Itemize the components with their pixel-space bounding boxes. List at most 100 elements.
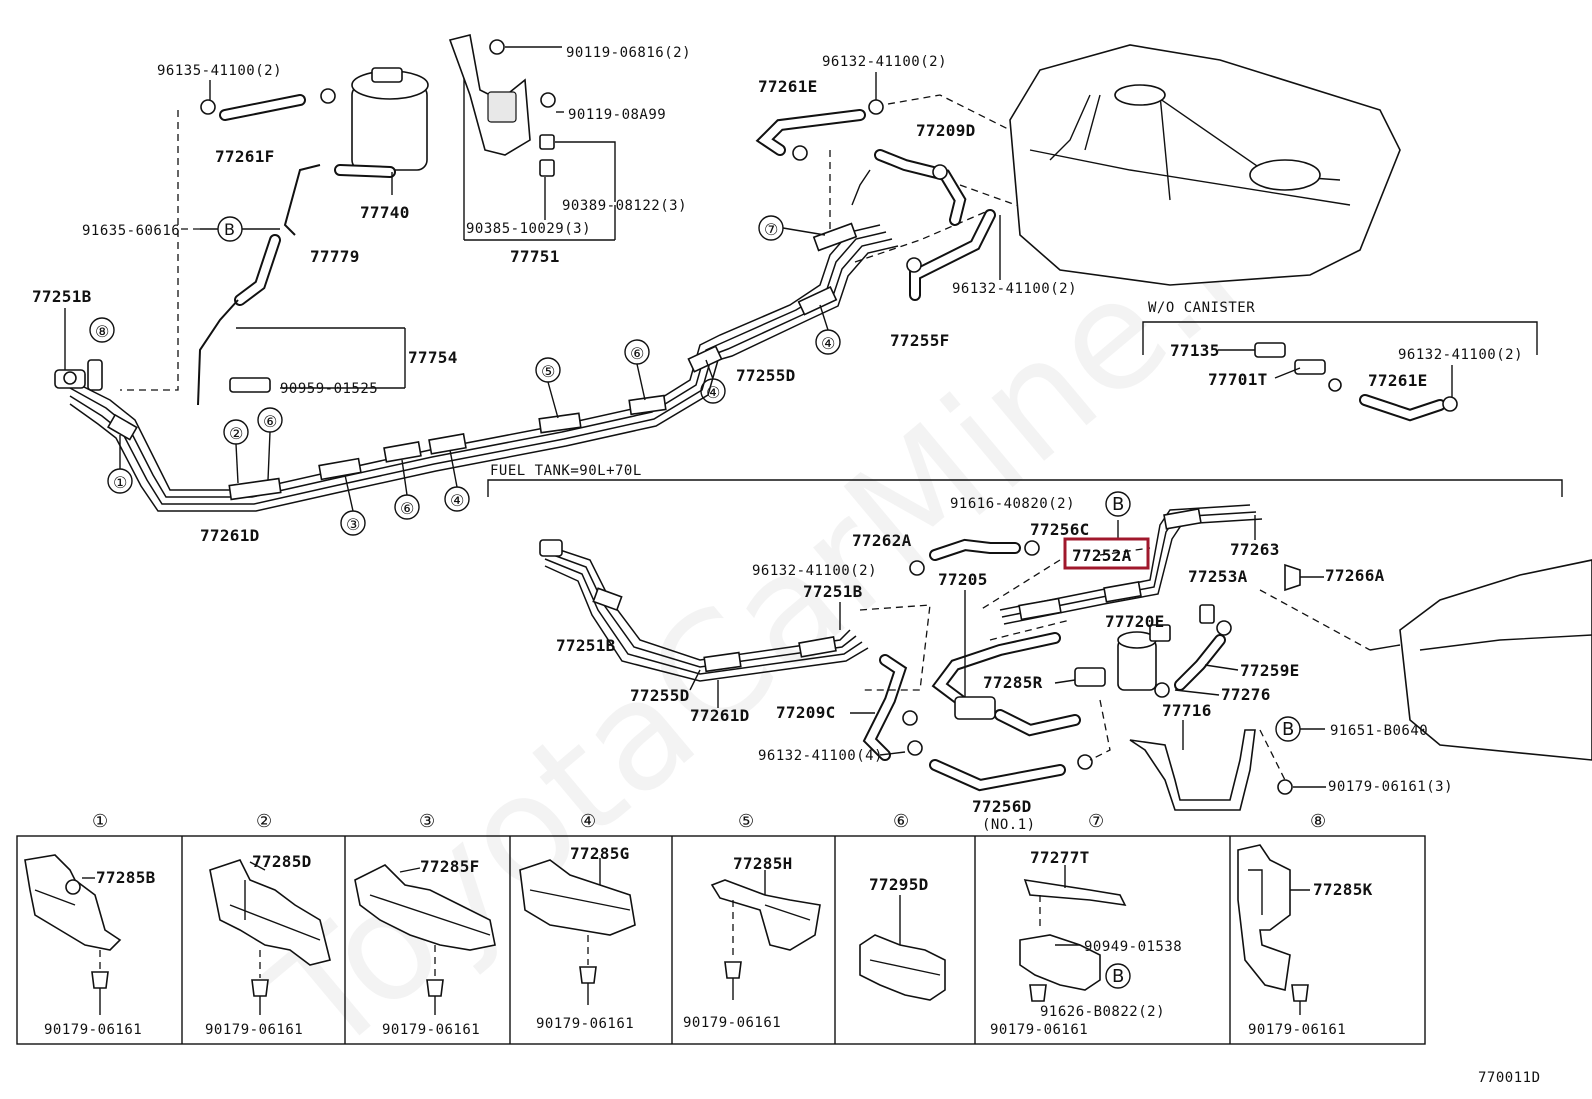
svg-text:77255D: 77255D — [630, 686, 690, 705]
svg-text:77720E: 77720E — [1105, 612, 1165, 631]
svg-text:96132-41100(2): 96132-41100(2) — [752, 563, 877, 579]
top-right-components — [755, 44, 1538, 422]
svg-text:77701T: 77701T — [1208, 370, 1268, 389]
svg-text:④: ④ — [450, 491, 464, 510]
clamp-panel-2: ② 77285D 90179-06161 — [205, 811, 331, 1038]
svg-text:90179-06161: 90179-06161 — [205, 1022, 303, 1038]
svg-text:91616-40820(2): 91616-40820(2) — [950, 496, 1075, 512]
svg-text:④: ④ — [706, 383, 720, 402]
svg-text:⑦: ⑦ — [1088, 811, 1104, 832]
svg-text:77135: 77135 — [1170, 341, 1220, 360]
svg-text:77251B: 77251B — [556, 636, 616, 655]
svg-text:77251B: 77251B — [32, 287, 92, 306]
diagram-id: 770011D — [1478, 1070, 1541, 1086]
svg-text:⑤: ⑤ — [738, 811, 754, 832]
svg-text:77259E: 77259E — [1240, 661, 1300, 680]
clamp-panel-5: ⑤ 77285H 90179-06161 — [683, 811, 821, 1031]
svg-text:77285D: 77285D — [252, 852, 312, 871]
svg-text:77285H: 77285H — [733, 854, 793, 873]
lower-labels: 91616-40820(2) B 77256C 77262A 77252A 77… — [556, 491, 1453, 833]
svg-text:90389-08122(3): 90389-08122(3) — [562, 198, 687, 214]
svg-text:⑥: ⑥ — [893, 811, 909, 832]
svg-text:77285R: 77285R — [983, 673, 1043, 692]
svg-text:77261D: 77261D — [200, 526, 260, 545]
top-left-components — [120, 67, 429, 406]
svg-text:77255F: 77255F — [890, 331, 950, 350]
svg-text:77277T: 77277T — [1030, 848, 1090, 867]
svg-text:①: ① — [113, 473, 127, 492]
svg-text:⑧: ⑧ — [1310, 811, 1326, 832]
svg-text:77740: 77740 — [360, 203, 410, 222]
svg-text:①: ① — [92, 811, 108, 832]
svg-text:96132-41100(2): 96132-41100(2) — [952, 281, 1077, 297]
svg-text:77276: 77276 — [1221, 685, 1271, 704]
svg-text:90119-08A99: 90119-08A99 — [568, 107, 666, 123]
clamp-panel-1: ① 77285B 90179-06161 — [24, 811, 155, 1038]
svg-text:77716: 77716 — [1162, 701, 1212, 720]
svg-text:90949-01538: 90949-01538 — [1084, 939, 1182, 955]
svg-text:77263: 77263 — [1230, 540, 1280, 559]
bracket-77751 — [448, 34, 616, 241]
svg-text:FUEL TANK=90L+70L: FUEL TANK=90L+70L — [490, 463, 642, 479]
svg-text:77779: 77779 — [310, 247, 360, 266]
lower-section: FUEL TANK=90L+70L — [487, 463, 1592, 811]
svg-text:B: B — [1282, 719, 1294, 740]
svg-text:96132-41100(4): 96132-41100(4) — [758, 748, 883, 764]
svg-text:④: ④ — [580, 811, 596, 832]
svg-text:77285F: 77285F — [420, 857, 480, 876]
clamp-panel-grid — [16, 835, 1426, 1045]
part-77252A[interactable]: 77252A — [1072, 546, 1132, 565]
svg-text:90385-10029(3): 90385-10029(3) — [466, 221, 591, 237]
svg-text:77255D: 77255D — [736, 366, 796, 385]
clamp-panel-4: ④ 77285G 90179-06161 — [519, 811, 636, 1032]
svg-text:90119-06816(2): 90119-06816(2) — [566, 45, 691, 61]
clamp-panel-7: ⑦ 77277T 90949-01538 B 91626-B0822(2) 90… — [990, 811, 1182, 1038]
svg-text:77253A: 77253A — [1188, 567, 1248, 586]
svg-text:90179-06161: 90179-06161 — [683, 1015, 781, 1031]
svg-text:91635-60616: 91635-60616 — [82, 223, 180, 239]
svg-text:W/O CANISTER: W/O CANISTER — [1148, 300, 1255, 316]
svg-text:90179-06161(3): 90179-06161(3) — [1328, 779, 1453, 795]
svg-text:77295D: 77295D — [869, 875, 929, 894]
clamp-panel-3: ③ 77285F 90179-06161 — [354, 811, 496, 1038]
svg-text:⑥: ⑥ — [630, 344, 644, 363]
svg-text:77261D: 77261D — [690, 706, 750, 725]
svg-text:90179-06161: 90179-06161 — [536, 1016, 634, 1032]
svg-text:③: ③ — [419, 811, 435, 832]
svg-text:77285G: 77285G — [570, 844, 630, 863]
svg-text:96132-41100(2): 96132-41100(2) — [822, 54, 947, 70]
svg-text:90959-01525: 90959-01525 — [280, 381, 378, 397]
svg-text:77209C: 77209C — [776, 703, 836, 722]
svg-text:90179-06161: 90179-06161 — [44, 1022, 142, 1038]
svg-text:B: B — [1112, 966, 1124, 987]
svg-text:⑥: ⑥ — [400, 499, 414, 518]
svg-text:B: B — [224, 220, 235, 239]
svg-text:90179-06161: 90179-06161 — [382, 1022, 480, 1038]
svg-text:96135-41100(2): 96135-41100(2) — [157, 63, 282, 79]
svg-text:77205: 77205 — [938, 570, 988, 589]
svg-text:90179-06161: 90179-06161 — [990, 1022, 1088, 1038]
svg-text:(NO.1): (NO.1) — [982, 817, 1036, 833]
svg-text:③: ③ — [346, 515, 360, 534]
svg-text:77262A: 77262A — [852, 531, 912, 550]
svg-text:②: ② — [229, 424, 243, 443]
svg-text:77285K: 77285K — [1313, 880, 1373, 899]
top-labels: 96135-41100(2) 77261F 77740 91635-60616 … — [32, 45, 1523, 545]
svg-text:77261E: 77261E — [758, 77, 818, 96]
svg-text:⑧: ⑧ — [95, 322, 109, 341]
svg-text:90179-06161: 90179-06161 — [1248, 1022, 1346, 1038]
svg-text:⑥: ⑥ — [263, 412, 277, 431]
svg-text:②: ② — [256, 811, 272, 832]
svg-text:B: B — [1112, 494, 1124, 515]
svg-text:⑤: ⑤ — [541, 362, 555, 381]
svg-text:77251B: 77251B — [803, 582, 863, 601]
svg-text:⑦: ⑦ — [764, 220, 778, 239]
highlight-box-77252A — [1063, 537, 1150, 570]
svg-text:96132-41100(2): 96132-41100(2) — [1398, 347, 1523, 363]
svg-text:91651-B0640: 91651-B0640 — [1330, 723, 1428, 739]
main-pipe-bundle — [54, 222, 899, 512]
svg-text:77256C: 77256C — [1030, 520, 1090, 539]
clamp-panel-8: ⑧ 77285K 90179-06161 — [1237, 811, 1373, 1038]
svg-text:91626-B0822(2): 91626-B0822(2) — [1040, 1004, 1165, 1020]
